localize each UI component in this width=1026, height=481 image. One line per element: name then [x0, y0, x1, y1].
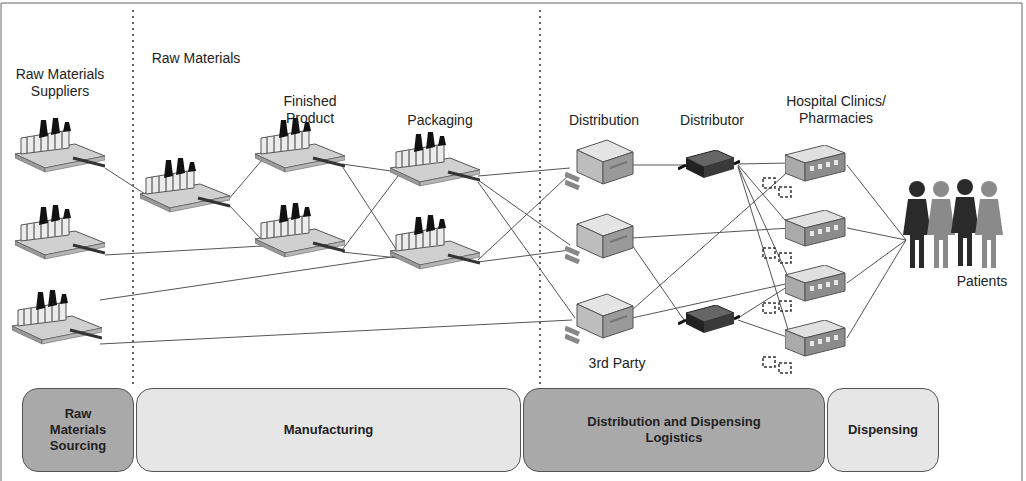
stage-label: Distribution and Dispensing Logistics — [553, 410, 795, 450]
column-label: Raw Materials Suppliers — [5, 66, 115, 100]
column-label: 3rd Party — [589, 355, 646, 372]
column-label: Hospital Clinics/ Pharmacies — [771, 93, 901, 127]
column-label: Packaging — [407, 112, 472, 129]
column-label: Raw Materials — [152, 50, 241, 67]
stage-band: Manufacturing — [136, 388, 521, 472]
stage-band: Distribution and Dispensing Logistics — [523, 388, 825, 472]
stage-label: Manufacturing — [278, 418, 380, 442]
column-label: Distribution — [569, 112, 639, 129]
stage-band: Raw Materials Sourcing — [22, 388, 134, 472]
column-label: Finished Product — [270, 93, 350, 127]
column-label: Distributor — [680, 112, 744, 129]
stage-label: Raw Materials Sourcing — [32, 402, 124, 458]
stage-label: Dispensing — [842, 418, 924, 442]
stage-band: Dispensing — [827, 388, 939, 472]
column-label: Patients — [957, 273, 1008, 290]
